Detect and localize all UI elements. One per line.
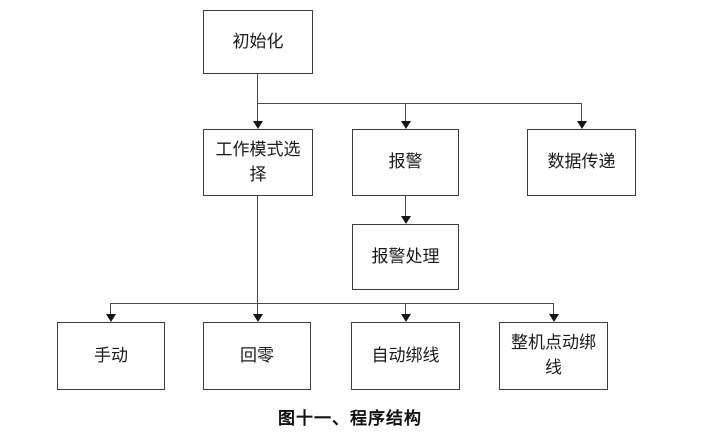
arrowhead-alarm-handle-icon bbox=[401, 216, 411, 224]
node-return-zero: 回零 bbox=[203, 322, 311, 390]
connector-drop-work-mode bbox=[257, 103, 258, 122]
connector-drop-alarm bbox=[405, 103, 406, 122]
connector-work-mode-down bbox=[257, 196, 258, 304]
figure-caption: 图十一、程序结构 bbox=[278, 409, 422, 428]
node-work-mode-select-label: 工作模式选择 bbox=[215, 139, 301, 184]
arrowhead-auto-bind-icon bbox=[401, 314, 411, 322]
node-return-zero-label: 回零 bbox=[240, 345, 274, 365]
node-work-mode-select: 工作模式选择 bbox=[203, 129, 313, 196]
node-auto-binding: 自动绑线 bbox=[351, 322, 460, 390]
arrowhead-return-zero-icon bbox=[253, 314, 263, 322]
node-init-label: 初始化 bbox=[232, 31, 284, 51]
connector-bottom-bus bbox=[110, 303, 554, 304]
node-alarm-handling: 报警处理 bbox=[352, 224, 459, 290]
node-alarm-label: 报警 bbox=[388, 152, 423, 172]
connector-drop-data bbox=[581, 103, 582, 122]
node-manual-label: 手动 bbox=[94, 345, 128, 365]
arrowhead-alarm-icon bbox=[401, 121, 411, 129]
connector-top-bus bbox=[257, 103, 582, 104]
connector-drop-manual bbox=[110, 303, 111, 315]
node-alarm-handling-label: 报警处理 bbox=[371, 246, 440, 266]
node-auto-binding-label: 自动绑线 bbox=[371, 345, 440, 365]
node-init: 初始化 bbox=[203, 10, 313, 74]
node-jog-binding-label: 整机点动绑线 bbox=[511, 333, 596, 377]
node-data-transfer: 数据传递 bbox=[527, 129, 636, 196]
node-alarm: 报警 bbox=[352, 129, 459, 196]
arrowhead-work-mode-icon bbox=[253, 121, 263, 129]
connector-drop-jog-bind bbox=[553, 303, 554, 315]
arrowhead-manual-icon bbox=[106, 314, 116, 322]
arrowhead-jog-bind-icon bbox=[549, 314, 559, 322]
connector-init-down bbox=[257, 74, 258, 104]
connector-drop-auto-bind bbox=[405, 303, 406, 315]
node-jog-binding: 整机点动绑线 bbox=[499, 322, 608, 390]
node-manual: 手动 bbox=[57, 322, 165, 390]
connector-drop-return-zero bbox=[257, 303, 258, 315]
arrowhead-data-icon bbox=[577, 121, 587, 129]
node-data-transfer-label: 数据传递 bbox=[547, 152, 616, 172]
connector-alarm-down bbox=[405, 196, 406, 217]
